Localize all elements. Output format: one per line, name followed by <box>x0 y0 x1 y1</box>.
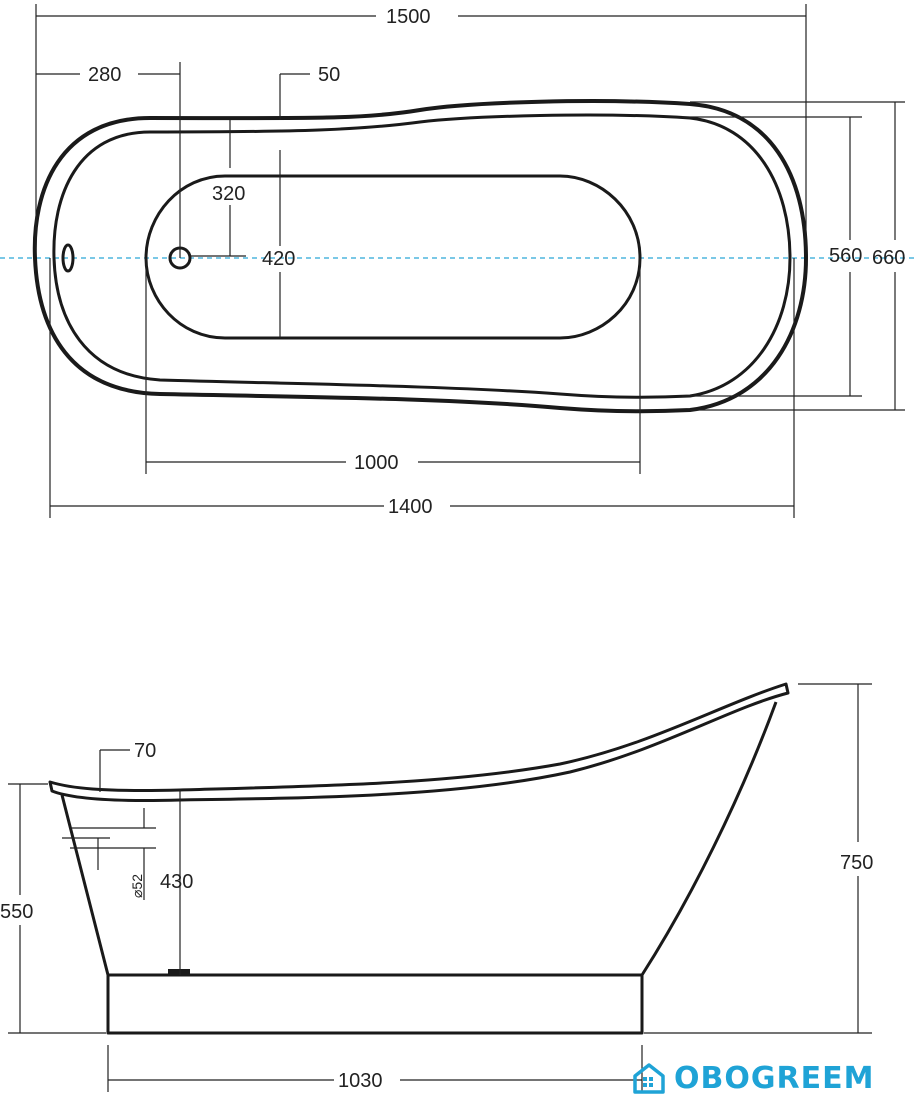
dim-560: 560 <box>829 245 862 267</box>
house-logo-icon <box>633 1063 665 1094</box>
dim-750: 750 <box>840 852 873 874</box>
dim-1030: 1030 <box>338 1070 383 1092</box>
side-base <box>106 973 644 1035</box>
brand-name: OBOGREEM <box>674 1060 875 1096</box>
inner-rim-outline <box>52 113 792 399</box>
dim-1000: 1000 <box>354 452 399 474</box>
drain-foot <box>168 969 190 976</box>
dim-overflow-diameter: ⌀52 <box>129 874 145 898</box>
dim-430: 430 <box>160 871 193 893</box>
dim-70: 70 <box>134 740 156 762</box>
side-view: 70 ⌀52 430 550 750 1030 <box>0 682 873 1092</box>
dim-550: 550 <box>0 901 33 923</box>
side-rim <box>48 682 790 803</box>
outer-rim-outline <box>32 99 808 414</box>
inner-basin <box>144 174 642 340</box>
top-view: 1500 280 50 320 420 560 660 <box>0 4 918 518</box>
brand-logo: OBOGREEM <box>632 1058 902 1098</box>
side-body <box>60 701 778 976</box>
dim-280: 280 <box>88 64 121 86</box>
dim-660: 660 <box>872 247 905 269</box>
dim-1400: 1400 <box>388 496 433 518</box>
overflow-oval <box>61 243 75 273</box>
dim-50: 50 <box>318 64 340 86</box>
dim-320: 320 <box>212 183 245 205</box>
dim-1500: 1500 <box>386 6 431 28</box>
dim-420: 420 <box>262 248 295 270</box>
